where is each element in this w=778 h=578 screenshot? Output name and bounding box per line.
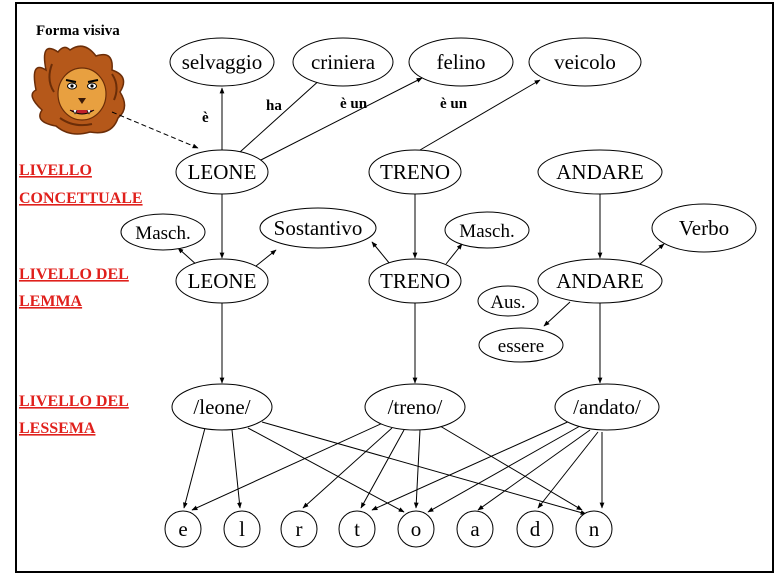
svg-text:criniera: criniera [311, 50, 376, 74]
phoneme-node-d: d [516, 510, 554, 548]
edge-treno-veicolo [419, 79, 541, 151]
edge-leone-n [261, 421, 587, 515]
svg-text:d: d [530, 517, 541, 541]
svg-text:ANDARE: ANDARE [556, 269, 644, 293]
edge-treno-n [439, 425, 583, 511]
phoneme-node-n: n [575, 510, 613, 548]
relation-label-ha: ha [266, 98, 282, 114]
level-label-concettuale-line1: LIVELLO [19, 162, 92, 179]
concept-node-leone: LEONE [175, 149, 269, 195]
svg-text:Masch.: Masch. [459, 221, 514, 242]
level-label-concettuale-line2: CONCETTUALE [19, 190, 143, 207]
phoneme-node-t: t [338, 510, 376, 548]
edge-treno-e [191, 421, 386, 511]
svg-text:e: e [178, 517, 187, 541]
edge-treno-r [302, 427, 393, 509]
lemma-node-andare: ANDARE [537, 258, 663, 304]
svg-text:LEONE: LEONE [188, 160, 257, 184]
phoneme-node-o: o [397, 510, 435, 548]
relation-label-e-un-veicolo: è un [440, 96, 468, 112]
edge-treno-sostantivo [371, 241, 391, 265]
concept-node-felino: felino [408, 37, 514, 87]
concept-node-selvaggio: selvaggio [169, 37, 275, 87]
lemma-feature-verbo: Verbo [651, 203, 757, 253]
level-label-lessema-line1: LIVELLO DEL [19, 393, 129, 410]
phoneme-node-r: r [280, 510, 318, 548]
edge-andare-essere [543, 301, 571, 327]
level-label-lessema-line2: LESSEMA [19, 420, 96, 437]
lemma-feature-essere: essere [478, 327, 564, 363]
lexeme-node-treno: /treno/ [364, 383, 466, 431]
svg-text:n: n [589, 517, 600, 541]
edge-leone-sostantivo [255, 249, 277, 267]
edge-image-leone [111, 111, 199, 149]
lemma-feature-sostantivo: Sostantivo [259, 207, 377, 249]
lemma-feature-masch-leone: Masch. [120, 213, 206, 251]
lemma-node-treno: TRENO [368, 258, 462, 304]
edge-leone-o [247, 427, 405, 513]
lemma-node-leone: LEONE [175, 258, 269, 304]
relation-label-e: è [202, 110, 209, 126]
svg-text:/treno/: /treno/ [388, 395, 443, 419]
level-label-lemma-line1: LIVELLO DEL [19, 266, 129, 283]
svg-text:TRENO: TRENO [380, 160, 450, 184]
svg-text:a: a [470, 517, 480, 541]
lemma-feature-aus: Aus. [477, 285, 539, 317]
lion-image [31, 45, 126, 135]
svg-text:LEONE: LEONE [188, 269, 257, 293]
level-label-lemma-line2: LEMMA [19, 293, 83, 310]
phoneme-node-e: e [164, 510, 202, 548]
edge-andato-d [537, 431, 599, 509]
svg-text:t: t [354, 517, 360, 541]
svg-text:ANDARE: ANDARE [556, 160, 644, 184]
edge-treno-t [360, 429, 405, 509]
lemma-feature-masch-treno: Masch. [444, 211, 530, 249]
edge-andare-verbo [639, 243, 665, 265]
edge-andato-t [371, 419, 573, 511]
svg-text:/leone/: /leone/ [193, 395, 250, 419]
svg-text:r: r [296, 517, 303, 541]
svg-text:TRENO: TRENO [380, 269, 450, 293]
edge-leone-e [183, 427, 206, 509]
visual-form-title: Forma visiva [36, 23, 120, 39]
phoneme-node-a: a [456, 510, 494, 548]
edge-leone-l [231, 429, 242, 509]
lexeme-node-andato: /andato/ [554, 383, 660, 431]
svg-text:Masch.: Masch. [135, 223, 190, 244]
concept-node-veicolo: veicolo [528, 37, 642, 87]
concept-node-criniera: criniera [292, 37, 394, 87]
svg-text:Sostantivo: Sostantivo [274, 216, 363, 240]
phoneme-node-l: l [223, 510, 261, 548]
concept-node-treno: TRENO [368, 149, 462, 195]
svg-text:o: o [411, 517, 422, 541]
edge-leone-criniera [239, 77, 323, 153]
svg-text:selvaggio: selvaggio [182, 50, 262, 74]
svg-text:Aus.: Aus. [490, 292, 525, 313]
lexeme-node-leone: /leone/ [171, 383, 273, 431]
edge-treno-masch [445, 243, 463, 265]
relation-label-e-un-felino: è un [340, 96, 368, 112]
edge-leone-felino [254, 77, 423, 164]
edge-andato-o [427, 425, 581, 513]
svg-text:essere: essere [498, 336, 544, 357]
concept-node-andare: ANDARE [537, 149, 663, 195]
svg-text:Verbo: Verbo [679, 216, 729, 240]
frame-border [15, 2, 774, 573]
svg-text:veicolo: veicolo [554, 50, 616, 74]
svg-text:l: l [239, 517, 245, 541]
edge-andato-a [477, 429, 591, 511]
svg-text:felino: felino [437, 50, 486, 74]
edge-treno-o [413, 429, 421, 509]
svg-text:/andato/: /andato/ [573, 395, 641, 419]
